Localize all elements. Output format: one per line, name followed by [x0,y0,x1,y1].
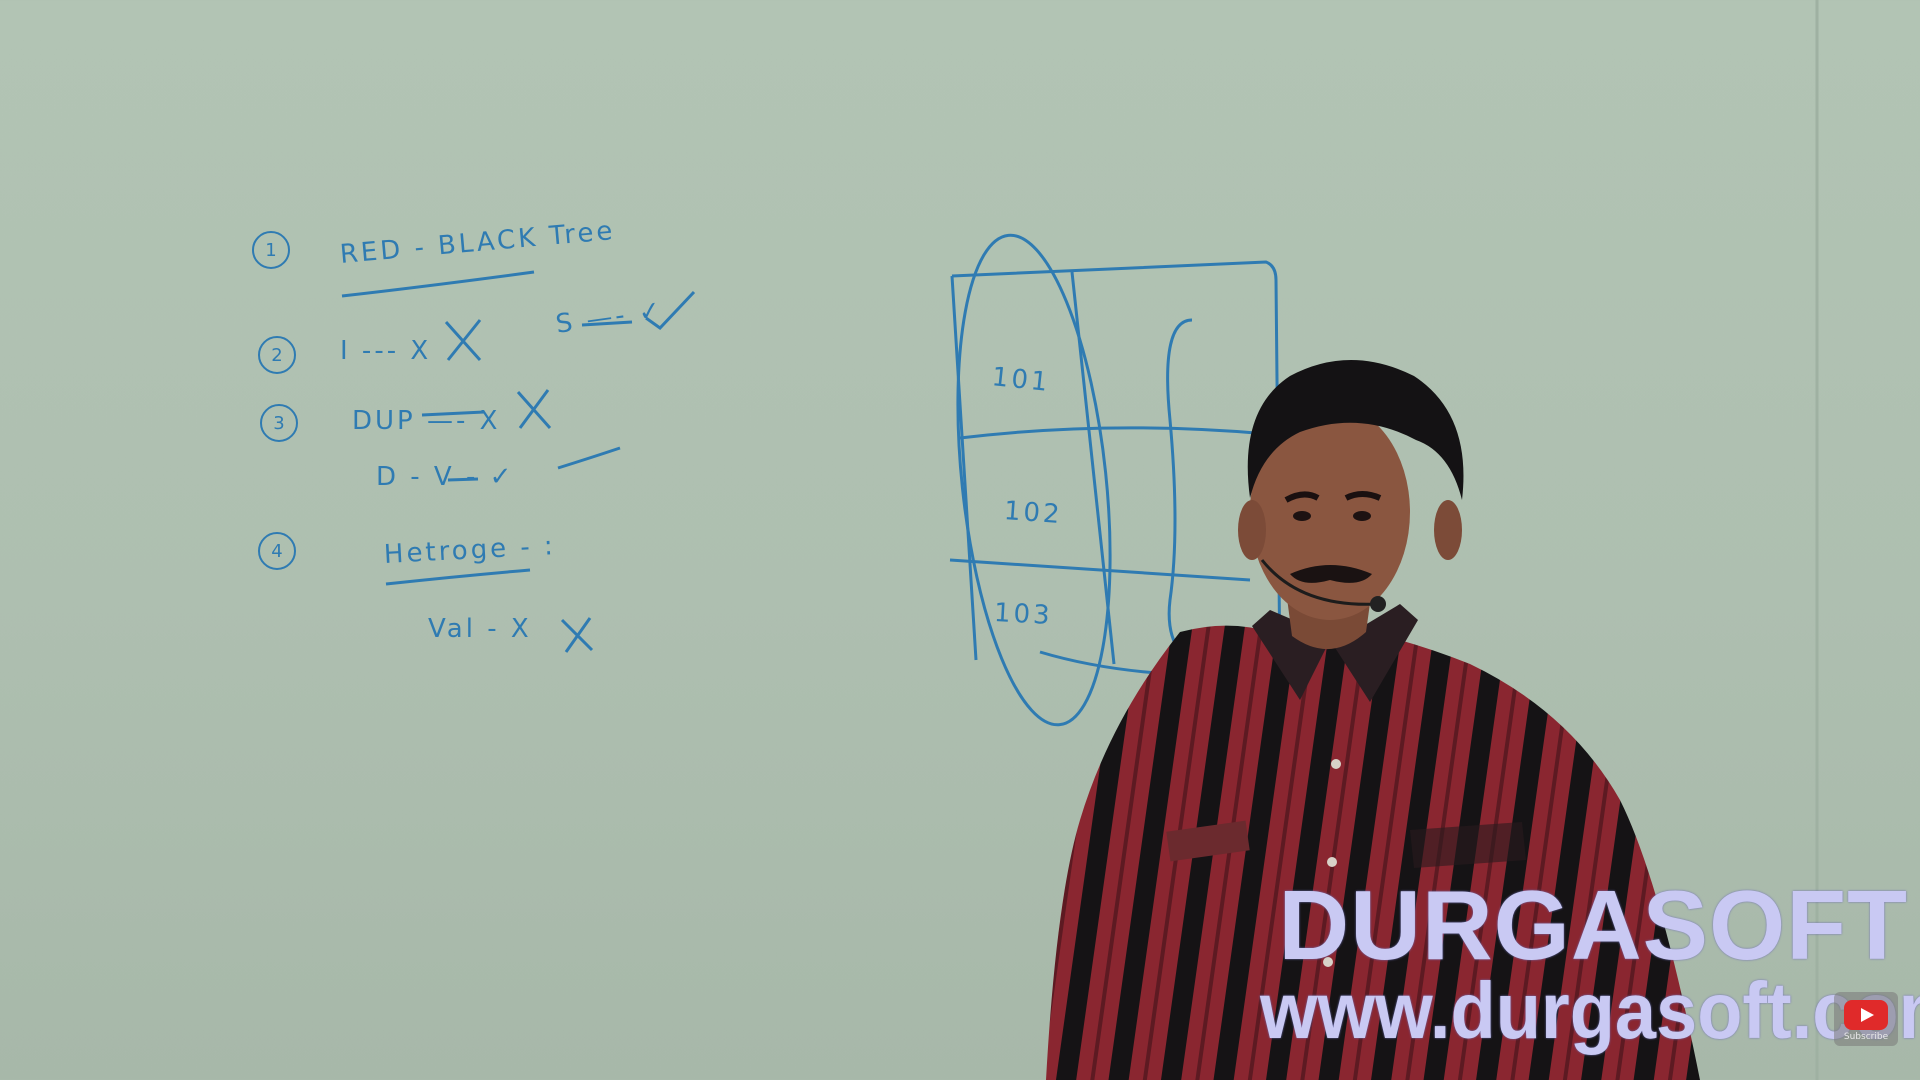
note-insertion-order: I --- X [340,336,432,366]
face [1250,404,1410,620]
subscribe-label: Subscribe [1843,1032,1889,1042]
youtube-subscribe-icon [1844,1000,1888,1030]
item-number-3: 3 [260,404,298,442]
watermark-brand: DURGASOFT [1278,870,1908,980]
striped-shirt [1046,625,1700,1080]
dash-marks [421,320,633,482]
cross-mark-icon [444,319,594,653]
right-ear [1434,500,1462,560]
item-number-4: 4 [258,532,296,570]
underline-title [341,270,535,298]
item-number-2: 2 [258,336,296,374]
item-number-1: 1 [252,231,290,269]
youtube-subscribe-button[interactable]: Subscribe [1834,992,1898,1046]
shirt-logo-patch [1166,820,1250,862]
note-values: Val - X [428,614,532,644]
left-ear [1238,500,1266,560]
headset-microphone [1260,559,1379,606]
note-duplicates: DUP —- X [352,406,501,436]
check-mark-icon [557,290,696,470]
note-duplicate-values: D - V - ✓ [376,462,515,492]
shirt-pocket [1410,822,1526,868]
underline-hetrogen [385,568,531,586]
watermark-url: www.durgasoft.com [1260,965,1920,1056]
hash-table-diagram [949,233,1282,727]
hair [1247,360,1464,500]
mustache [1290,565,1372,583]
